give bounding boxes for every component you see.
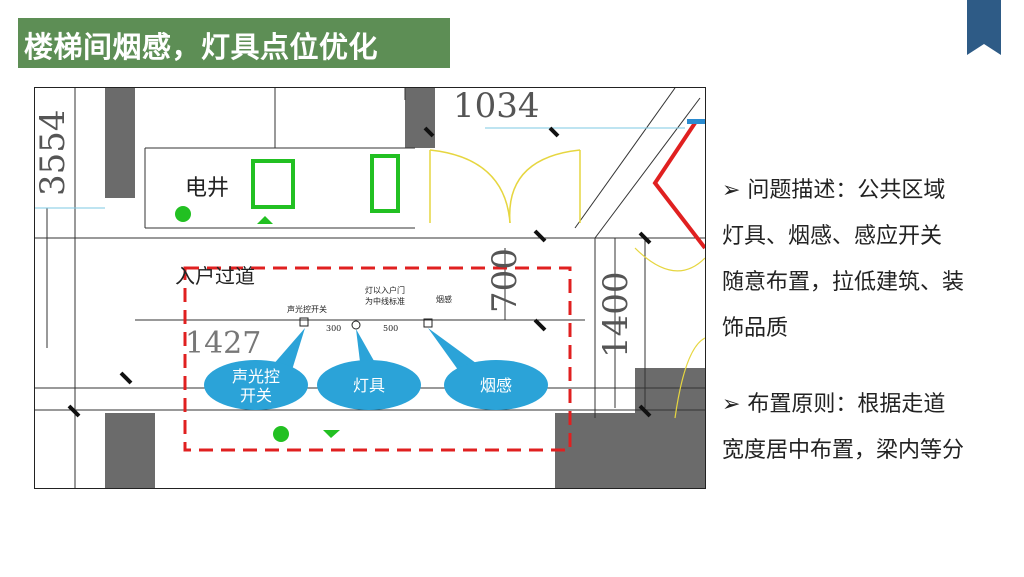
dim-300-label: 300 [326, 324, 342, 333]
room-label: 电井 [185, 176, 230, 201]
callout-lamp-bubble [317, 360, 421, 410]
callout-switch-bubble [204, 360, 308, 410]
principle-line-1: ➢ 布置原则：根据走道 [722, 392, 946, 417]
smoke-note: 烟感 [436, 295, 452, 304]
callout-smoke-text: 烟感 [479, 376, 512, 395]
principle-line-2: 宽度居中布置，梁内等分 [722, 438, 965, 463]
wall-left [105, 88, 135, 198]
bookmark-icon [967, 0, 1001, 55]
side-notes: ➢ 问题描述：公共区域 灯具、烟感、感应开关 随意布置，拉低建筑、装 饰品质 ➢… [722, 168, 1022, 474]
floor-plan-drawing: 1034 3554 700 1400 1427 电井 入户过道 声光控开关 灯以… [34, 87, 706, 489]
switch-note: 声光控开关 [287, 305, 327, 314]
problem-line-1: ➢ 问题描述：公共区域 [722, 178, 946, 203]
title-bar: 楼梯间烟感，灯具点位优化 [18, 18, 450, 68]
wall-top-mid [405, 88, 435, 148]
dim-1400-label: 1400 [596, 271, 636, 358]
lamp-note-1: 灯以入户门 [365, 286, 405, 295]
problem-line-2: 灯具、烟感、感应开关 [722, 224, 943, 249]
dim-500-label: 500 [383, 324, 399, 333]
wall-bottom-right [555, 413, 635, 488]
callout-switch-line2: 开关 [239, 386, 272, 405]
dim-top-label: 1034 [453, 87, 540, 126]
dim-700-label: 700 [485, 248, 525, 313]
lamp-note-2: 为中线标准 [365, 297, 405, 306]
slide-title: 楼梯间烟感，灯具点位优化 [24, 30, 379, 64]
dim-1427-label: 1427 [185, 326, 262, 361]
callout-switch-line1: 声光控 [231, 367, 280, 386]
callout-switch-text: 声光控 开关 [205, 367, 307, 405]
wall-bottom-left [105, 413, 155, 488]
callout-smoke-bubble [444, 360, 548, 410]
problem-line-3: 随意布置，拉低建筑、装 [722, 270, 965, 295]
problem-line-4: 饰品质 [722, 316, 789, 341]
corridor-label: 入户过道 [175, 264, 255, 288]
floor-plan-svg [35, 88, 705, 488]
optimized-zone-outline [183, 266, 572, 452]
dim-left-label: 3554 [34, 109, 73, 196]
callout-lamp-text: 灯具 [352, 376, 385, 395]
